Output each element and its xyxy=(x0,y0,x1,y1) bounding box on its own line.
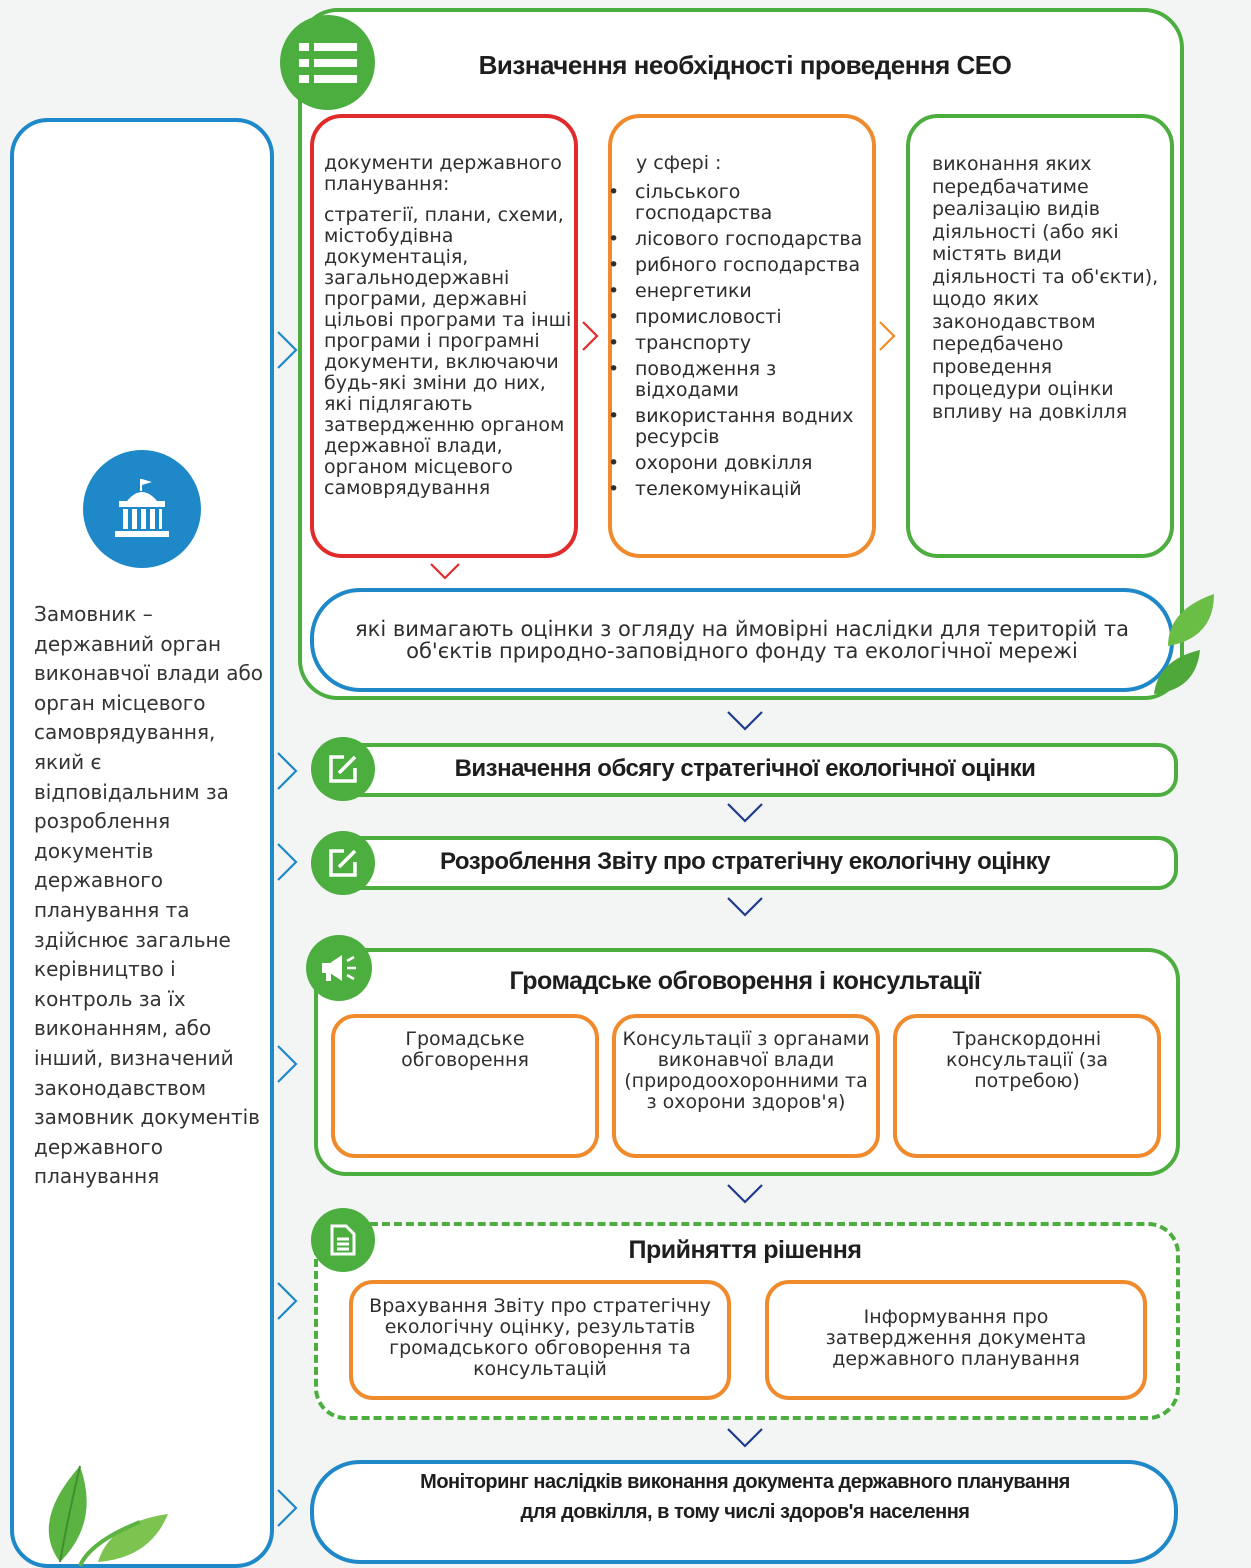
arrow-right-icon xyxy=(582,321,599,351)
arrow-right-icon xyxy=(277,331,298,369)
transboundary-box xyxy=(893,1014,1161,1158)
sphere-item: промисловості xyxy=(608,307,872,329)
edit-icon xyxy=(311,737,375,801)
arrow-down-icon xyxy=(727,803,763,823)
step3-title: Розроблення Звіту про стратегічну еколог… xyxy=(439,848,1051,875)
arrow-down-icon xyxy=(727,1428,763,1448)
approval-info-box xyxy=(765,1280,1147,1400)
sphere-item: використання водних ресурсів xyxy=(608,406,872,448)
step6-box xyxy=(310,1460,1178,1564)
sphere-item: телекомунікацій xyxy=(608,479,872,501)
arrow-right-icon xyxy=(277,752,298,790)
leaf-icon xyxy=(1154,594,1214,694)
public-discussion-text: Громадське обговорення xyxy=(401,1028,529,1071)
report-consideration-text: Врахування Звіту про стратегічну екологі… xyxy=(369,1295,711,1380)
sphere-item: сільського господарства xyxy=(608,182,872,224)
list-icon xyxy=(280,15,375,110)
documents-heading: документи державного планування: xyxy=(324,152,562,195)
arrow-down-icon xyxy=(727,711,763,731)
transboundary-text: Транскордонні консультації (за потребою) xyxy=(946,1028,1108,1092)
sphere-item: рибного господарства xyxy=(608,255,872,277)
sphere-item: лісового господарства xyxy=(608,229,872,251)
step2-title: Визначення обсягу стратегічної екологічн… xyxy=(454,755,1036,782)
arrow-down-icon xyxy=(727,1184,763,1204)
document-icon xyxy=(311,1208,375,1272)
arrow-right-icon xyxy=(277,1045,298,1083)
documents-body: стратегії, плани, схеми, містобудівна до… xyxy=(324,204,572,499)
assessment-text: які вимагають оцінки з огляду на ймовірн… xyxy=(355,617,1129,663)
report-consideration-box xyxy=(349,1280,731,1400)
sphere-item: енергетики xyxy=(608,281,872,303)
customer-text: Замовник – державний орган виконавчої вл… xyxy=(34,602,264,1189)
customer-panel xyxy=(10,118,274,1568)
implementation-text: виконання яких передбачатиме реалізацію … xyxy=(932,153,1159,423)
arrow-right-icon xyxy=(277,1282,298,1320)
arrow-right-icon xyxy=(879,321,896,351)
step2-box xyxy=(314,743,1178,797)
leaf-icon xyxy=(48,1465,168,1567)
spheres-heading: у сфері : xyxy=(636,152,722,174)
megaphone-icon xyxy=(306,935,372,1001)
step6-title: Моніторинг наслідків виконання документа… xyxy=(420,1471,1070,1523)
approval-info-text: Інформування про затвердження документа … xyxy=(825,1306,1087,1370)
step4-title: Громадське обговорення і консультації xyxy=(509,967,981,995)
sphere-item: транспорту xyxy=(608,333,872,355)
documents-box xyxy=(310,114,578,558)
sphere-item: поводження з відходами xyxy=(608,359,872,401)
arrow-right-icon xyxy=(277,1489,298,1527)
consultations-text: Консультації з органами виконавчої влади… xyxy=(622,1028,870,1113)
arrow-right-icon xyxy=(277,843,298,881)
step1-title: Визначення необхідності проведення СЕО xyxy=(478,50,1012,80)
edit-icon xyxy=(311,831,375,895)
public-discussion-box xyxy=(331,1014,599,1158)
arrow-down-icon xyxy=(727,897,763,917)
implementation-box xyxy=(906,114,1174,558)
step5-title: Прийняття рішення xyxy=(628,1236,862,1264)
consultations-box xyxy=(612,1014,880,1158)
spheres-list: сільського господарства лісового господар… xyxy=(608,182,872,505)
sphere-item: охорони довкілля xyxy=(608,453,872,475)
assessment-box xyxy=(310,588,1174,692)
arrow-down-icon xyxy=(430,563,460,580)
step3-box xyxy=(314,836,1178,890)
government-building-icon xyxy=(83,450,201,568)
